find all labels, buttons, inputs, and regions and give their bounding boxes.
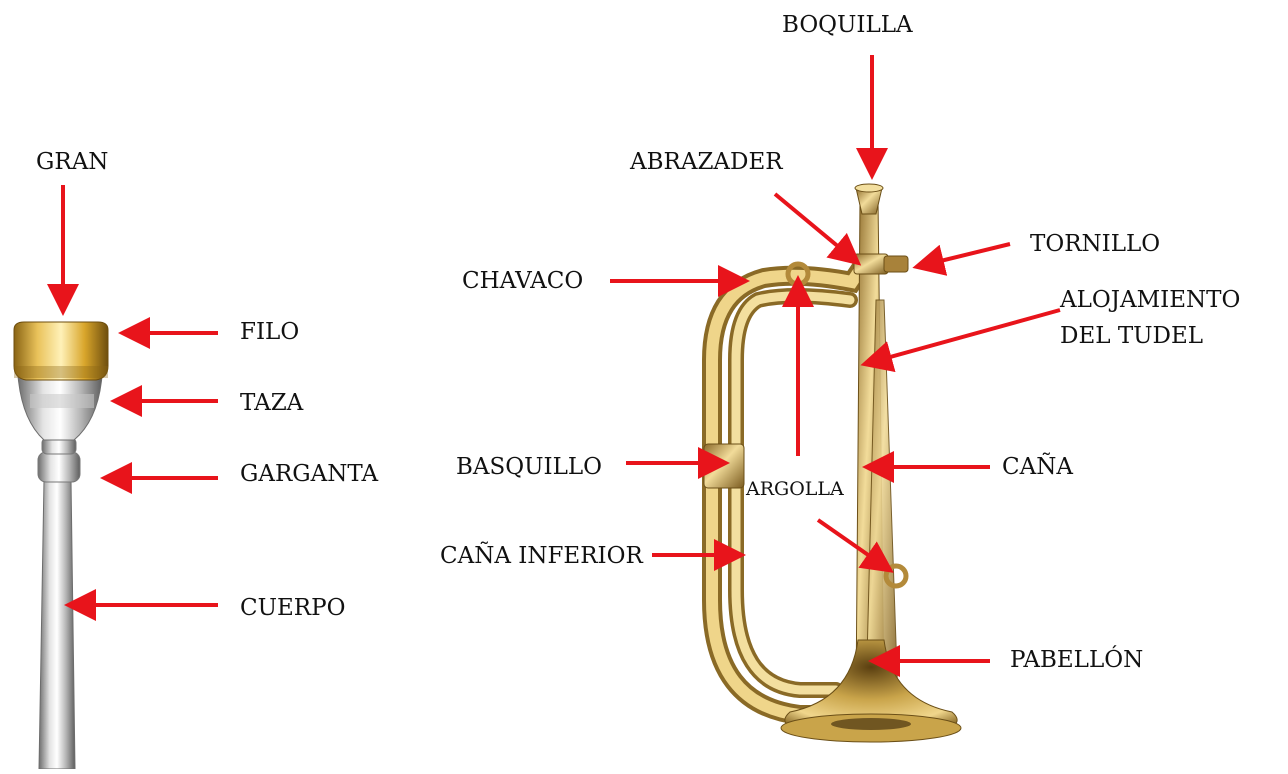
label-gran: GRAN — [36, 149, 109, 175]
label-garganta: GARGANTA — [240, 461, 379, 487]
label-cana-inferior: CAÑA INFERIOR — [440, 543, 643, 569]
arrow-abrazader — [773, 192, 862, 266]
label-taza: TAZA — [240, 390, 304, 416]
arrow-tornillo — [912, 242, 1011, 276]
label-abrazader: ABRAZADER — [630, 149, 783, 175]
label-alojamiento-del-tudel: ALOJAMIENTO DEL TUDEL — [1060, 287, 1241, 349]
arrow-argolla — [816, 518, 894, 573]
arrow-alojamiento — [860, 308, 1061, 373]
label-tornillo: TORNILLO — [1030, 231, 1161, 257]
arrows — [47, 55, 1061, 677]
label-pabellon: PABELLÓN — [1010, 647, 1144, 673]
label-cana: CAÑA — [1002, 454, 1073, 480]
label-basquillo: BASQUILLO — [456, 454, 602, 480]
bugle-illustration — [702, 183, 962, 743]
label-boquilla: BOQUILLA — [782, 12, 913, 38]
label-filo: FILO — [240, 319, 300, 345]
mouthpiece-illustration — [13, 321, 109, 770]
label-argolla: ARGOLLA — [746, 478, 844, 500]
label-cuerpo: CUERPO — [240, 595, 346, 621]
label-chavaco: CHAVACO — [462, 268, 584, 294]
